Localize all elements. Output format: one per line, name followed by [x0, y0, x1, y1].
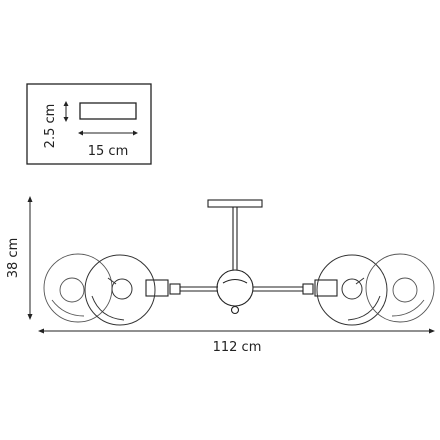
mount-width-arrowhead-right [133, 130, 138, 136]
mount-height-arrowhead-bottom [63, 117, 69, 122]
left-socket-holder [145, 279, 169, 297]
inset-frame [26, 83, 152, 165]
right-globe-rear [365, 253, 435, 323]
hub-detail [222, 278, 248, 284]
width-arrowhead-right [429, 328, 435, 334]
height-arrowhead-top [27, 196, 33, 202]
mount-width-arrowhead-left [78, 130, 83, 136]
height-dimension: 38 cm [6, 196, 33, 320]
central-hub [216, 269, 254, 307]
mount-height-label: 2.5 cm [43, 104, 58, 149]
width-label: 112 cm [213, 340, 262, 355]
height-label: 38 cm [6, 238, 21, 279]
mount-plate-shape [79, 102, 137, 120]
mount-plate-inset: 2.5 cm 15 cm [26, 83, 152, 165]
width-arrowhead-left [38, 328, 44, 334]
mount-height-arrowhead-top [63, 101, 69, 106]
height-arrowhead-bottom [27, 314, 33, 320]
chandelier-drawing [43, 199, 435, 326]
left-globe-front [84, 254, 156, 326]
right-globe-front [316, 254, 388, 326]
hub-finial [230, 305, 240, 315]
right-socket-holder [314, 279, 338, 297]
mount-width-label: 15 cm [88, 144, 129, 159]
left-arm-joint [169, 283, 181, 295]
right-arm-joint [302, 283, 314, 295]
ceiling-canopy [207, 199, 263, 208]
width-dimension: 112 cm [38, 328, 435, 355]
